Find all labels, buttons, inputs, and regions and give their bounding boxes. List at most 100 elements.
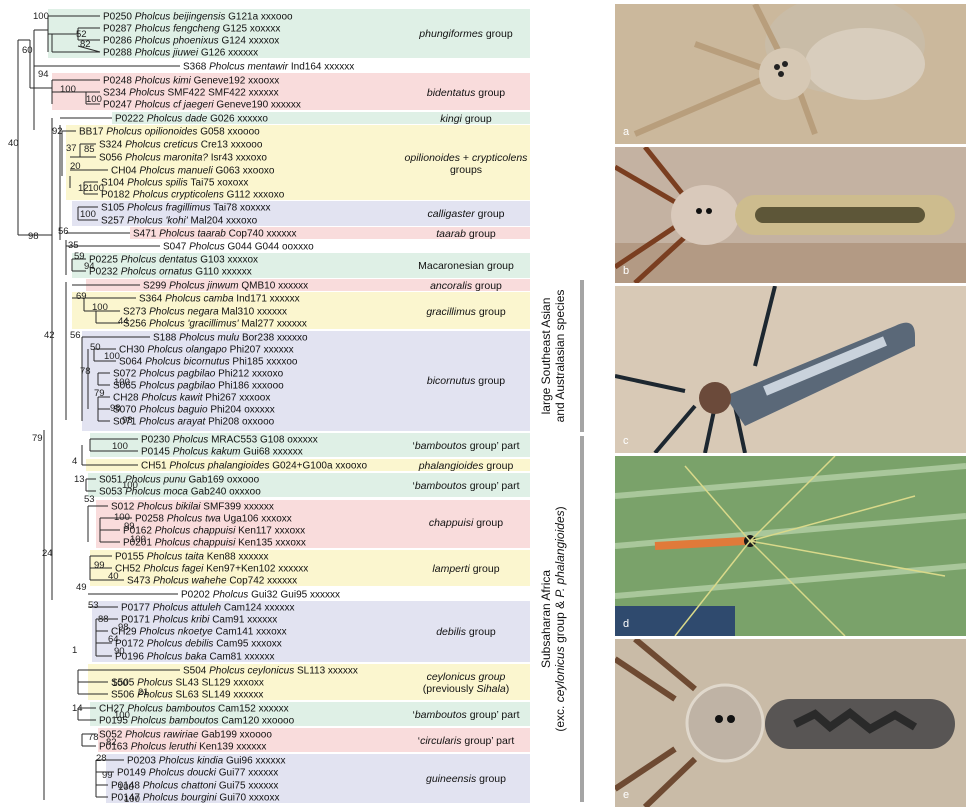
support-value: 59	[74, 251, 85, 262]
photo-label: b	[623, 265, 629, 277]
taxon-label: P0182 Pholcus crypticolens G112 xxxoxo	[101, 190, 285, 201]
taxon-label: P0203 Pholcus kindia Gui96 xxxxxx	[127, 756, 285, 767]
group-label: bicornutus group	[427, 375, 505, 387]
support-value: 28	[96, 753, 107, 764]
support-value: 98	[28, 231, 39, 242]
taxon-label: S505 Pholcus SL43 SL129 xxxoxx	[111, 678, 264, 689]
region-label: Subsaharan Africa	[539, 570, 553, 668]
support-value: 78	[80, 366, 91, 377]
taxon-label: S471 Pholcus taarab Cop740 xxxxxx	[133, 229, 296, 240]
taxon-label: BB17 Pholcus opilionoides G058 xxoooo	[79, 127, 260, 138]
taxon-label: S504 Pholcus ceylonicus SL113 xxxxxx	[183, 666, 358, 677]
region-label: and Australasian species	[553, 290, 567, 423]
support-value: 50	[90, 342, 101, 353]
taxon-label: S012 Pholcus bikilai SMF399 xxxxxx	[111, 502, 274, 513]
support-value: 100	[104, 351, 120, 362]
taxon-label: S051 Pholcus punu Gab169 oxxooo	[99, 475, 260, 486]
taxon-label: CH28 Pholcus kawit Phi267 xxxoox	[113, 393, 270, 404]
support-value: 12	[78, 183, 89, 194]
taxon-label: S056 Pholcus maronita? Isr43 xxxoxo	[99, 153, 267, 164]
region-label: large Southeast Asian	[539, 298, 553, 415]
taxon-label: S324 Pholcus creticus Cre13 xxxooo	[99, 140, 263, 151]
group-label: ‘bamboutos group’ part	[412, 480, 519, 492]
support-value: 69	[76, 291, 87, 302]
taxon-label: S368 Pholcus mentawir Ind164 xxxxxx	[183, 62, 354, 73]
taxon-label: P0222 Pholcus dade G026 xxxxxo	[115, 114, 268, 125]
support-value: 56	[58, 226, 69, 237]
support-value: 100	[86, 94, 102, 105]
taxon-label: P0202 Pholcus Gui32 Gui95 xxxxxx	[181, 590, 340, 601]
taxon-label: CH27 Pholcus bamboutos Cam152 xxxxxx	[99, 704, 289, 715]
taxon-label: P0287 Pholcus fengcheng G125 xoxxxx	[103, 24, 280, 35]
taxon-label: P0286 Pholcus phoenixus G124 xxxxox	[103, 36, 279, 47]
support-value: 100	[60, 84, 76, 95]
group-label: ancoralis group	[430, 280, 502, 292]
taxon-label: P0145 Pholcus kakum Gui68 xxxxxx	[141, 447, 303, 458]
group-label: debilis group	[436, 626, 496, 638]
group-label: ‘bamboutos group’ part	[412, 709, 519, 721]
taxon-label: S052 Pholcus rawiriae Gab199 xxoooo	[99, 730, 272, 741]
taxon-label: P0171 Pholcus kribi Cam91 xxxxxx	[121, 615, 277, 626]
taxon-label: P0250 Pholcus beijingensis G121a xxxooo	[103, 12, 293, 23]
support-value: 13	[74, 474, 85, 485]
taxon-label: S105 Pholcus fragillimus Tai78 xoxxxx	[101, 203, 271, 214]
photo-c: c	[615, 286, 966, 453]
photo-label: d	[623, 618, 629, 630]
support-value: 100	[112, 441, 128, 452]
support-value: 99	[94, 560, 105, 571]
taxon-label: P0230 Pholcus MRAC553 G108 oxxxxx	[141, 435, 318, 446]
group-label: calligaster group	[427, 208, 504, 220]
taxon-label: P0149 Pholcus doucki Gui77 xxxxxx	[117, 768, 278, 779]
taxon-label: S064 Pholcus bicornutus Phi185 xxxxoo	[119, 357, 298, 368]
support-value: 24	[42, 548, 53, 559]
support-value: 100	[33, 11, 49, 22]
taxon-label: CH51 Pholcus phalangioides G024+G100a xx…	[141, 461, 367, 472]
taxon-label: S299 Pholcus jinwum QMB10 xxxxxx	[143, 281, 308, 292]
taxon-label: S273 Pholcus negara Mal310 xxxxxx	[123, 307, 287, 318]
taxon-label: S234 Pholcus SMF422 SMF422 xxxxxx	[103, 88, 279, 99]
support-value: 100	[80, 209, 96, 220]
support-value: 40	[8, 138, 19, 149]
taxon-label: P0195 Pholcus bamboutos Cam120 xxoooo	[99, 716, 295, 727]
taxon-label: P0247 Pholcus cf jaegeri Geneve190 xxxxx…	[103, 100, 301, 111]
support-value: 100	[92, 302, 108, 313]
group-label: chappuisi group	[429, 517, 503, 529]
taxon-label: P0172 Pholcus debilis Cam95 xxxoxx	[115, 639, 282, 650]
taxon-label: P0155 Pholcus taita Ken88 xxxxxx	[115, 552, 268, 563]
taxon-label: P0225 Pholcus dentatus G103 xxxxox	[89, 255, 258, 266]
taxon-label: CH30 Pholcus olangapo Phi207 xxxxxx	[119, 345, 294, 356]
group-label: bidentatus group	[427, 87, 505, 99]
taxon-label: P0288 Pholcus jiuwei G126 xxxxxx	[103, 48, 258, 59]
photo-label: c	[623, 435, 629, 447]
support-value: 78	[88, 732, 99, 743]
taxon-label: P0232 Pholcus ornatus G110 xxxxxx	[89, 267, 252, 278]
photo-label: a	[623, 126, 629, 138]
taxon-label: P0147 Pholcus bourgini Gui70 xxxoxx	[111, 793, 279, 804]
group-label: phungiformes group	[418, 28, 513, 40]
group-label: groups	[450, 164, 482, 176]
taxon-label: S047 Pholcus G044 G044 ooxxxo	[163, 242, 314, 253]
taxon-label: P0201 Pholcus chappuisi Ken135 xxxoxx	[123, 538, 306, 549]
support-value: 14	[72, 703, 83, 714]
group-label: ceylonicus group	[427, 671, 506, 683]
group-label: taarab group	[436, 228, 496, 240]
group-label: opilionoides + crypticolens	[405, 152, 529, 164]
taxon-label: P0177 Pholcus attuleh Cam124 xxxxxx	[121, 603, 294, 614]
taxon-label: S188 Pholcus mulu Bor238 xxxxxo	[153, 333, 308, 344]
taxon-label: S364 Pholcus camba Ind171 xxxxxx	[139, 294, 300, 305]
support-value: 49	[76, 582, 87, 593]
taxon-label: S071 Pholcus arayat Phi208 oxxooo	[113, 417, 275, 428]
support-value: 53	[88, 600, 99, 611]
taxon-label: S506 Pholcus SL63 SL149 xxxxxx	[111, 690, 263, 701]
taxon-label: P0162 Pholcus chappuisi Ken117 xxxoxx	[123, 526, 305, 537]
photo-a: a	[615, 4, 966, 144]
support-value: 79	[32, 433, 43, 444]
taxon-label: P0258 Pholcus twa Uga106 xxxoxx	[135, 514, 292, 525]
support-value: 53	[84, 494, 95, 505]
group-label: lamperti group	[432, 563, 499, 575]
group-label: kingi group	[440, 113, 492, 125]
support-value: 60	[22, 45, 33, 56]
taxon-label: S473 Pholcus wahehe Cop742 xxxxxx	[127, 576, 297, 587]
